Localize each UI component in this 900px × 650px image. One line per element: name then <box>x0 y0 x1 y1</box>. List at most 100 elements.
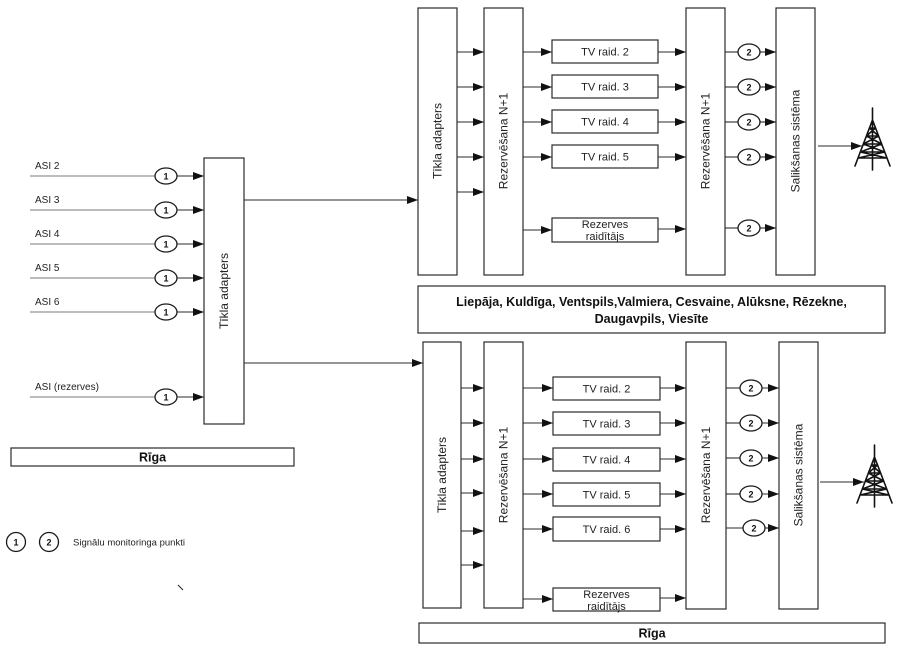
asi-input: ASI 5 1 <box>30 263 204 287</box>
tower-icon <box>854 107 891 171</box>
backup-transmitter-label-line1: Rezerves <box>583 589 630 601</box>
asi-input-label: ASI 2 <box>35 161 60 172</box>
backup-transmitter-label-line2: raidītājs <box>586 231 625 243</box>
transmitter-label: TV raid. 2 <box>583 384 631 396</box>
output-monitor: 2 <box>725 219 776 237</box>
transmitter: TV raid. 3 <box>523 74 686 99</box>
monitoring-point-number: 2 <box>746 223 751 233</box>
monitoring-point-number: 2 <box>746 152 751 162</box>
legend: 1 2 Signālu monitoringa punkti <box>5 531 185 553</box>
monitoring-point-number: 1 <box>163 239 168 249</box>
output-monitor: 2 <box>725 113 776 131</box>
transmitter: TV raid. 2 <box>523 376 686 401</box>
transmitter: TV raid. 2 <box>523 39 686 64</box>
monitoring-point-number: 1 <box>163 205 168 215</box>
location-box <box>10 447 295 467</box>
location-label: Rīga <box>638 627 666 641</box>
network-adapter-label: Tīkla adapters <box>217 253 231 329</box>
tower-icon <box>856 444 893 508</box>
redundancy-switch-box <box>685 7 726 276</box>
monitoring-point-number: 2 <box>748 383 753 393</box>
monitoring-point-number: 1 <box>163 392 168 402</box>
asi-input-label: ASI 4 <box>35 229 60 240</box>
output-monitor: 2 <box>726 449 779 467</box>
asi-input: ASI 2 1 <box>30 161 204 185</box>
combiner-box <box>778 341 819 610</box>
monitoring-point-number: 2 <box>748 453 753 463</box>
redundancy-switch-box <box>483 341 524 609</box>
combiner-box <box>775 7 816 276</box>
redundancy-switch-box <box>483 7 524 276</box>
asi-input: ASI 4 1 <box>30 229 204 253</box>
transmitter-label: TV raid. 4 <box>583 455 631 467</box>
transmitter: TV raid. 4 <box>523 447 686 472</box>
stray-mark <box>177 584 184 591</box>
monitoring-point-number: 2 <box>748 418 753 428</box>
output-monitor: 2 <box>725 78 776 96</box>
transmitter: TV raid. 3 <box>523 411 686 436</box>
backup-transmitter-label-line2: raidītājs <box>587 601 626 613</box>
backup-transmitter-box <box>552 587 661 612</box>
network-adapter-box <box>203 157 245 425</box>
network-adapter-box <box>417 7 458 276</box>
adapter-outputs <box>461 384 484 569</box>
network-adapter-box <box>422 341 462 609</box>
transmitter: TV raid. 5 <box>523 482 686 507</box>
location-label-line1: Liepāja, Kuldīga, Ventspils,Valmiera, Ce… <box>456 295 847 309</box>
legend-marker-number: 2 <box>46 537 51 547</box>
transmitter-label: TV raid. 2 <box>581 47 629 59</box>
adapter-outputs <box>457 48 484 196</box>
output-monitor: 2 <box>725 43 776 61</box>
monitoring-point-number: 2 <box>746 82 751 92</box>
output-monitor: 2 <box>726 519 779 537</box>
location-label-line2: Daugavpils, Viesīte <box>595 312 709 326</box>
transmitter-label: TV raid. 5 <box>581 152 629 164</box>
asi-input: ASI 6 1 <box>30 297 204 321</box>
legend-marker-icon <box>38 531 60 553</box>
asi-input-label: ASI 5 <box>35 263 60 274</box>
combiner-label: Salikšanas sistēma <box>792 423 806 526</box>
transmitter-label: TV raid. 6 <box>583 524 631 536</box>
asi-input-label: ASI 6 <box>35 297 60 308</box>
monitoring-point-number: 1 <box>163 171 168 181</box>
redundancy-switch-label: Rezervēšana N+1 <box>699 92 713 189</box>
transmitter: TV raid. 6 <box>523 516 686 542</box>
transmitter-label: TV raid. 5 <box>583 490 631 502</box>
legend-marker-icon <box>5 531 27 553</box>
transmitter-label: TV raid. 4 <box>581 117 629 129</box>
output-monitor: 2 <box>726 414 779 432</box>
network-adapter-label: Tīkla adapters <box>435 437 449 513</box>
backup-transmitter: Rezerves raidītājs <box>523 217 686 243</box>
network-adapter-label: Tīkla adapters <box>431 103 445 179</box>
redundancy-switch-label: Rezervēšana N+1 <box>497 426 511 523</box>
monitoring-point-number: 2 <box>748 489 753 499</box>
location-box <box>417 285 886 334</box>
backup-transmitter-box <box>551 217 659 243</box>
transmitter-box <box>552 516 661 542</box>
monitoring-point-number: 2 <box>746 117 751 127</box>
backup-transmitter: Rezerves raidītājs <box>523 587 686 613</box>
location-label: Rīga <box>139 451 167 465</box>
location-box <box>418 622 886 644</box>
asi-input: ASI 3 1 <box>30 195 204 219</box>
top-site: Tīkla adapters Rezervēšana N+1 TV raid. … <box>417 7 891 276</box>
transmitter: TV raid. 4 <box>523 109 686 134</box>
redundancy-switch-box <box>685 341 727 610</box>
redundancy-switch-label: Rezervēšana N+1 <box>699 426 713 523</box>
transmitter: TV raid. 5 <box>523 144 686 169</box>
transmitter-label: TV raid. 3 <box>583 419 631 431</box>
regional-locations: Liepāja, Kuldīga, Ventspils,Valmiera, Ce… <box>417 285 886 334</box>
asi-input-backup: ASI (rezerves) 1 <box>30 382 204 406</box>
output-monitor: 2 <box>726 485 779 503</box>
transmitter-label: TV raid. 3 <box>581 82 629 94</box>
combiner-label: Salikšanas sistēma <box>789 89 803 192</box>
legend-marker-number: 1 <box>13 537 18 547</box>
asi-input-label: ASI 3 <box>35 195 60 206</box>
backup-transmitter-label-line1: Rezerves <box>582 219 629 231</box>
redundancy-switch-label: Rezervēšana N+1 <box>497 92 511 189</box>
monitoring-point-number: 1 <box>163 307 168 317</box>
output-monitor: 2 <box>726 379 779 397</box>
monitoring-point-number: 1 <box>163 273 168 283</box>
output-monitor: 2 <box>725 148 776 166</box>
